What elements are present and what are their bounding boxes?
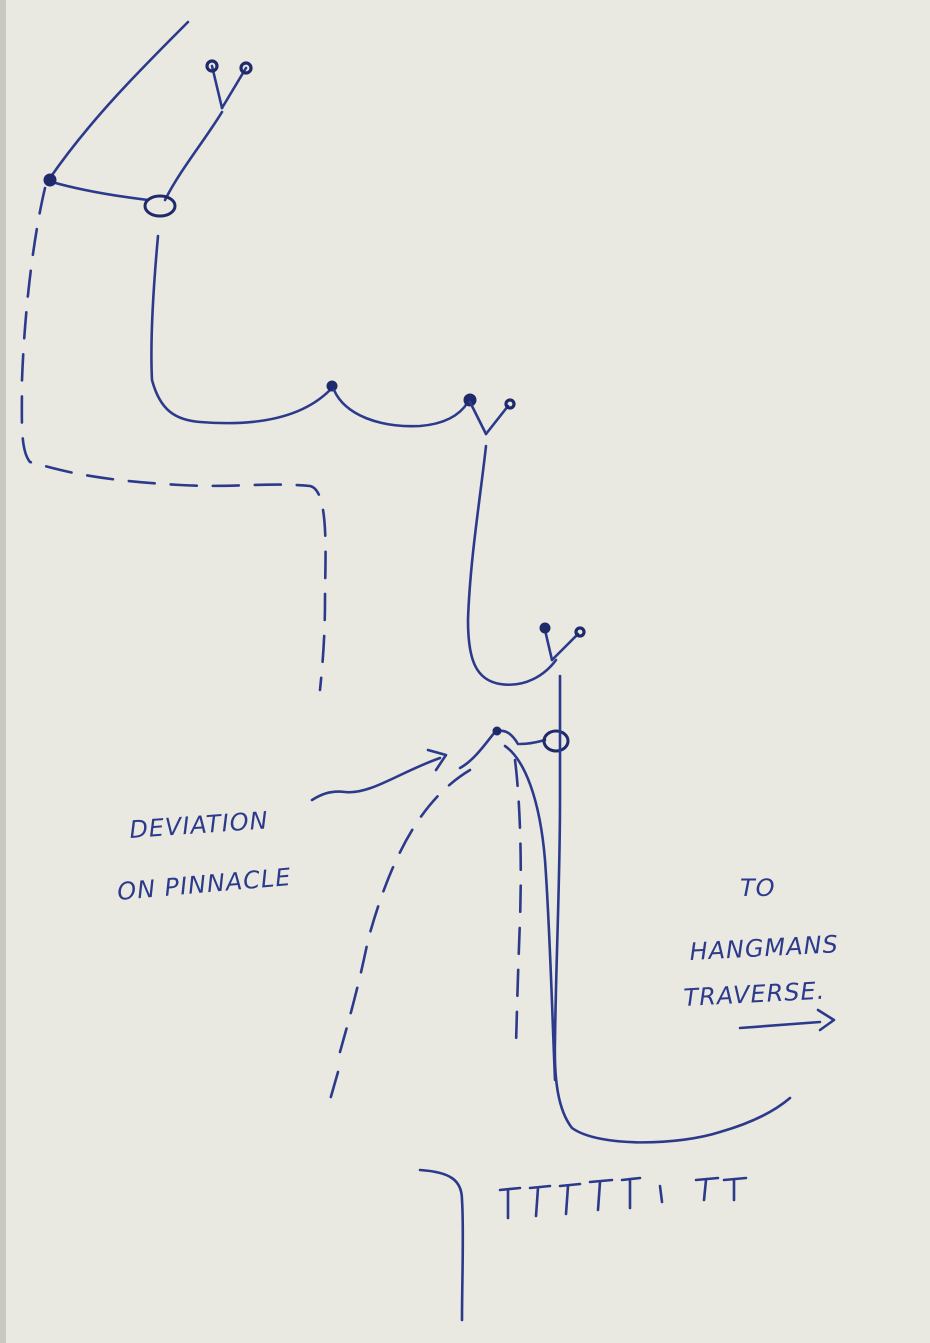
paper-edge [0,0,6,1343]
traverse-label-line1: TO [740,874,776,902]
belay-dot-icon [44,174,56,186]
bolt-dot-icon [327,381,337,391]
bolt-dot-icon [493,727,501,735]
bolt-dot-icon [540,623,550,633]
